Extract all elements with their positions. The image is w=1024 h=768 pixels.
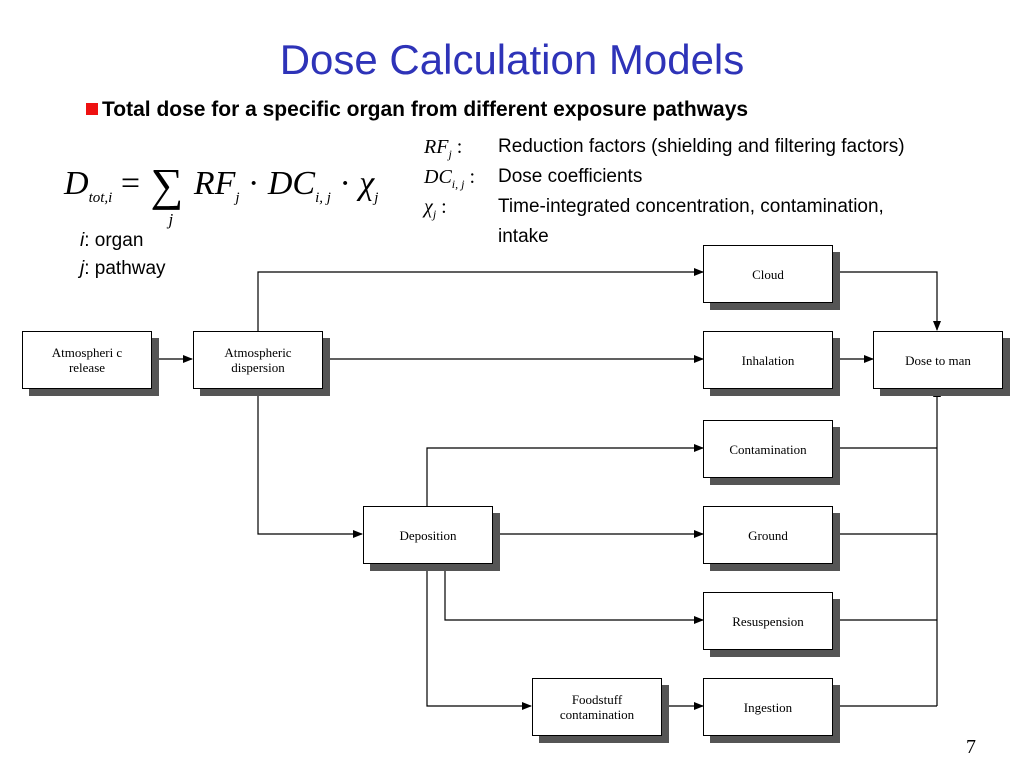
box-inhalation: Inhalation [703, 331, 833, 389]
arrow-deposition-to-foodstuff [426, 562, 532, 710]
formula-lhs: D [64, 165, 89, 202]
arrow-cloud-to-dose [831, 271, 941, 331]
box-ingestion: Ingestion [703, 678, 833, 736]
formula-rf-sub: j [235, 189, 240, 206]
definition-text: Dose coefficients [498, 166, 643, 187]
box-label: Cloud [752, 266, 784, 282]
formula-lhs-sub: tot,i [88, 189, 113, 206]
legend-var: j [80, 258, 85, 279]
box-dose-to-man: Dose to man [873, 331, 1003, 389]
box-label: Dose to man [905, 352, 971, 368]
definition-text: Reduction factors (shielding and filteri… [498, 136, 905, 157]
formula-dc: DC [267, 165, 316, 202]
box-label: Atmospheric dispersion [224, 345, 292, 375]
legend-pathway: j: pathway [80, 258, 166, 280]
bullet-square-icon [86, 103, 98, 115]
arrow-deposition-to-resuspension [444, 562, 704, 624]
box-cloud: Cloud [703, 245, 833, 303]
box-atmospheric-release: Atmospheri c release [22, 331, 152, 389]
page-number: 7 [966, 736, 976, 758]
subtitle-text: Total dose for a specific organ from dif… [102, 98, 749, 121]
arrow-dispersion-to-cloud [257, 268, 704, 331]
sum-index: j [168, 210, 174, 229]
box-label: Ingestion [743, 699, 793, 715]
sum-symbol: ∑j [150, 158, 184, 229]
box-label: Deposition [399, 527, 457, 543]
definition-symbol: DCi, j : [424, 166, 476, 191]
box-label: Atmospheri c release [51, 345, 123, 375]
box-label: Foodstuff contamination [559, 692, 635, 722]
formula-equals: = [120, 165, 141, 202]
formula-dot-2: · [339, 165, 351, 202]
formula-dot-1: · [248, 165, 260, 202]
legend-text: : organ [84, 230, 144, 251]
dose-formula: Dtot,i = ∑j RFj · DCi, j · χj [64, 158, 379, 229]
box-ground: Ground [703, 506, 833, 564]
box-label: Contamination [729, 441, 807, 457]
legend-text: : pathway [84, 258, 166, 279]
definition-symbol: RFj : [424, 136, 463, 161]
definition-text: Time-integrated concentration, contamina… [498, 196, 884, 217]
formula-chi-sub: j [374, 189, 379, 206]
definition-symbol: χj : [424, 196, 447, 221]
box-contamination: Contamination [703, 420, 833, 478]
legend-organ: i: organ [80, 230, 143, 252]
formula-dc-sub: i, j [315, 189, 331, 206]
sum-sign: ∑ [150, 159, 184, 210]
box-atmospheric-dispersion: Atmospheric dispersion [193, 331, 323, 389]
box-label: Ground [748, 527, 788, 543]
arrow-dispersion-to-deposition [257, 387, 363, 538]
box-label: Inhalation [741, 352, 795, 368]
definition-text: intake [498, 226, 549, 247]
slide-subtitle: Total dose for a specific organ from dif… [86, 98, 748, 122]
arrow-deposition-to-contamination [426, 444, 704, 506]
legend-var: i [80, 230, 85, 251]
box-foodstuff-contamination: Foodstuff contamination [532, 678, 662, 736]
formula-chi: χ [359, 165, 375, 202]
box-deposition: Deposition [363, 506, 493, 564]
slide-title: Dose Calculation Models [279, 36, 745, 83]
formula-rf: RF [193, 165, 236, 202]
box-resuspension: Resuspension [703, 592, 833, 650]
box-label: Resuspension [732, 613, 804, 629]
